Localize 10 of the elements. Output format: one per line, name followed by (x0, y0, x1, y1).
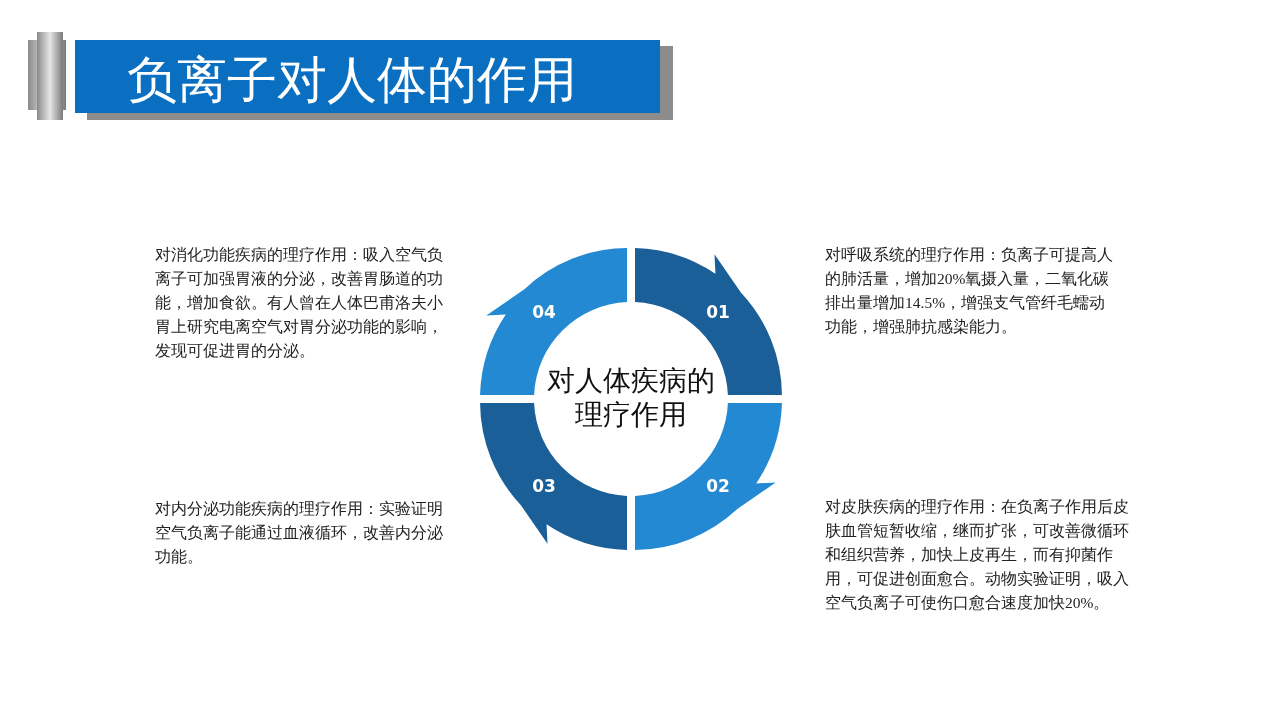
title: 负离子对人体的作用 (127, 50, 577, 110)
step-number: 04 (532, 302, 556, 322)
description-text: 对消化功能疾病的理疗作用：吸入空气负离子可加强胃液的分泌，改善胃肠道的功能，增加食欲。有人曾在人体巴甫洛夫小胃上研究电离空气对胃分泌功能的影响，发现可促进胃的分泌。 (155, 245, 444, 361)
step-number: 01 (706, 302, 730, 322)
step-number: 02 (706, 475, 730, 496)
description-text: 对呼吸系统的理疗作用：负离子可提高人的肺活量，增加20%氧摄入量，二氧化碳排出量增加14.5%，增强支气管纤毛蠕动功能，增强肺抗感染能力。 (825, 245, 1114, 337)
step-number: 03 (532, 475, 556, 496)
center-heading: 对人体疾病的理疗作用 (546, 364, 716, 432)
description-text: 对内分泌功能疾病的理疗作用：实验证明空气负离子能通过血液循环，改善内分泌功能。 (155, 499, 444, 567)
description-text: 对皮肤疾病的理疗作用：在负离子作用后皮肤血管短暂收缩，继而扩张，可改善微循环和组织营养，加快上皮再生，而有抑菌作用，可促进创面愈合。动物实验证明，吸入空气负离子可使伤口愈合速度加快20%。 (825, 497, 1130, 613)
